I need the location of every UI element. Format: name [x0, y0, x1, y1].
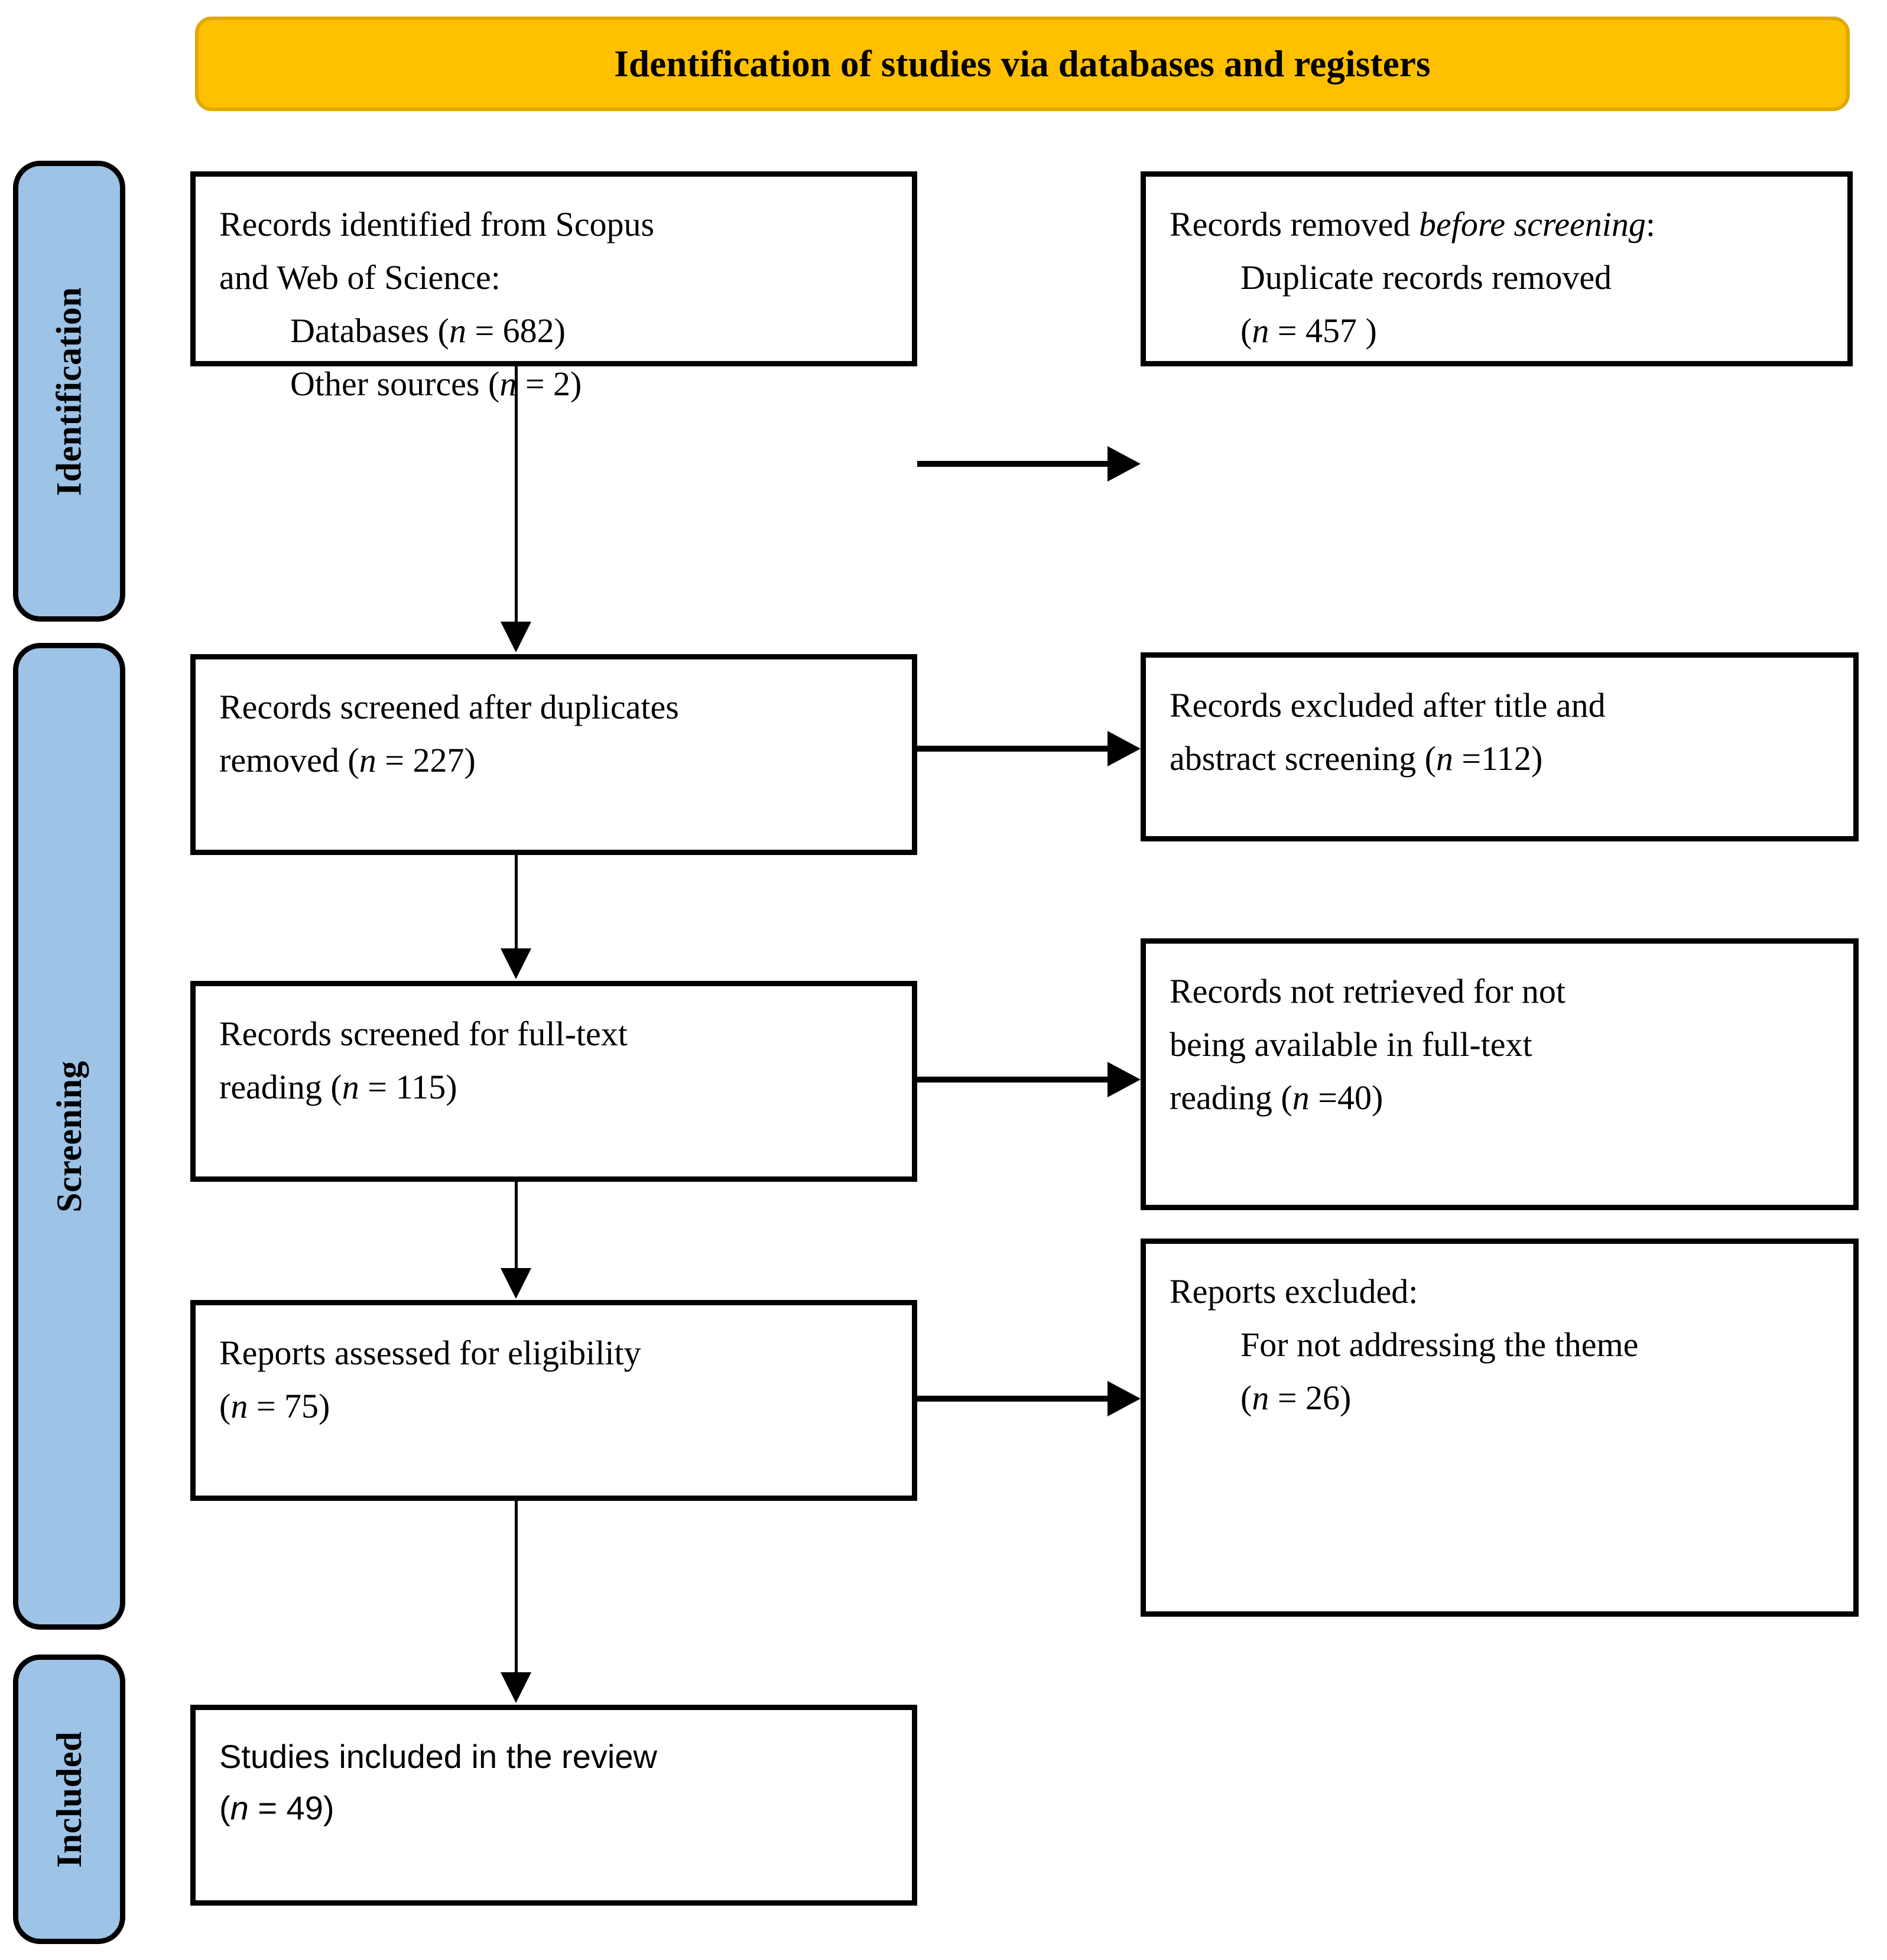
box-records-removed-before-screening: Records removed before screening: Duplic…: [1141, 171, 1853, 366]
removed-duplicate-label: Duplicate records removed: [1240, 258, 1612, 297]
box-records-screened-fulltext: Records screened for full-text reading (…: [190, 981, 917, 1182]
diagram-header-banner: Identification of studies via databases …: [195, 17, 1850, 111]
eligible-count: (n = 75): [219, 1386, 330, 1425]
excluded-ta-count: abstract screening (n =112): [1170, 739, 1543, 778]
identified-line-1: Records identified from Scopus: [219, 205, 655, 243]
notretrieved-count: reading (n =40): [1170, 1078, 1383, 1117]
removed-duplicate-count: (n = 457 ): [1240, 311, 1377, 350]
box-reports-excluded: Reports excluded: For not addressing the…: [1141, 1239, 1859, 1617]
screened-count: removed (n = 227): [219, 740, 476, 779]
removed-line-1: Records removed before screening:: [1170, 205, 1655, 243]
box-records-excluded-title-abstract: Records excluded after title and abstrac…: [1141, 652, 1859, 841]
box-studies-included: Studies included in the review (n = 49): [190, 1705, 917, 1906]
fulltext-line-1: Records screened for full-text: [219, 1015, 628, 1053]
eligible-line-1: Reports assessed for eligibility: [219, 1334, 641, 1372]
excluded-ta-line-1: Records excluded after title and: [1170, 686, 1606, 724]
box-records-screened-after-duplicates: Records screened after duplicates remove…: [190, 654, 917, 855]
identified-databases-count: Databases (n = 682): [290, 311, 566, 350]
screened-line-1: Records screened after duplicates: [219, 688, 679, 726]
identified-other-sources-count: Other sources (n = 2): [290, 364, 582, 403]
stage-band-screening: Screening: [13, 643, 125, 1630]
stage-label-screening: Screening: [49, 1060, 89, 1213]
fulltext-count: reading (n = 115): [219, 1067, 457, 1106]
box-reports-assessed-eligibility: Reports assessed for eligibility (n = 75…: [190, 1300, 917, 1501]
studies-included-count: (n = 49): [219, 1789, 334, 1826]
studies-included-line-1: Studies included in the review: [219, 1738, 657, 1775]
stage-label-identification: Identification: [49, 287, 89, 496]
box-records-not-retrieved: Records not retrieved for not being avai…: [1141, 938, 1859, 1210]
reports-excluded-reason: For not addressing the theme: [1240, 1325, 1639, 1364]
notretrieved-line-1: Records not retrieved for not: [1170, 972, 1566, 1010]
page-title: Identification of studies via databases …: [614, 43, 1431, 84]
stage-band-included: Included: [13, 1655, 125, 1944]
reports-excluded-count: (n = 26): [1240, 1378, 1352, 1417]
box-records-identified: Records identified from Scopus and Web o…: [190, 171, 917, 403]
identified-line-2: and Web of Science:: [219, 258, 501, 297]
stage-band-identification: Identification: [13, 161, 125, 622]
stage-label-included: Included: [49, 1731, 89, 1868]
notretrieved-line-2: being available in full-text: [1170, 1025, 1532, 1064]
reports-excluded-line-1: Reports excluded:: [1170, 1272, 1418, 1311]
